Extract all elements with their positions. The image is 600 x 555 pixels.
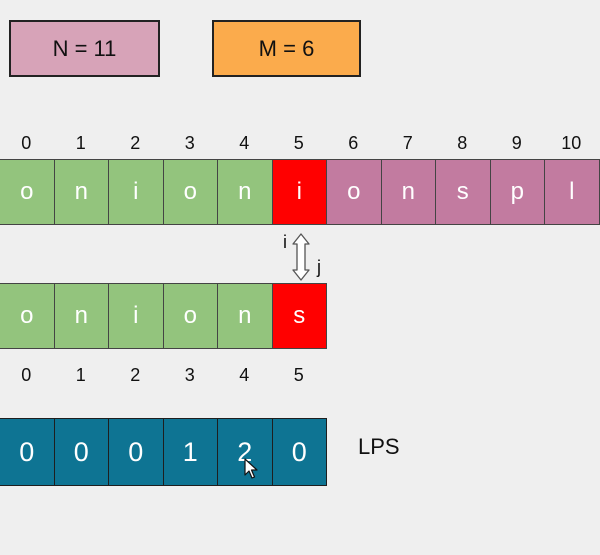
pattern-cell: s [271,283,327,349]
n-length-box: N = 11 [9,20,160,77]
text-index-label: 9 [511,133,522,153]
text-cell: n [53,159,109,225]
text-cell: i [271,159,327,225]
pattern-index-label: 5 [293,365,304,385]
text-cell: s [435,159,491,225]
pointer-i-label: i [283,232,287,252]
m-length-label: M = 6 [258,35,315,61]
lps-label: LPS [358,434,400,459]
pattern-index-label: 2 [130,365,141,385]
text-index-label: 2 [130,133,141,153]
text-cell: o [326,159,382,225]
mouse-cursor-icon [244,458,258,479]
lps-cell: 1 [162,418,218,486]
text-index-label: 6 [348,133,359,153]
pattern-index-label: 1 [75,365,86,385]
lps-cell: 0 [53,418,109,486]
pattern-index-label: 3 [184,365,195,385]
pattern-index-label: 4 [239,365,250,385]
text-index-label: 10 [561,133,582,153]
text-cell: n [217,159,273,225]
lps-cell: 0 [108,418,164,486]
text-index-label: 4 [239,133,250,153]
text-index-label: 1 [75,133,86,153]
n-length-label: N = 11 [52,35,117,61]
text-cell: p [489,159,545,225]
pattern-cell: o [0,283,55,349]
pattern-cell: n [53,283,109,349]
text-index-label: 0 [21,133,32,153]
pointer-j-label: j [317,257,321,277]
text-cell: o [0,159,55,225]
lps-cell: 0 [271,418,327,486]
text-cell: l [544,159,600,225]
m-length-box: M = 6 [212,20,361,77]
text-index-label: 3 [184,133,195,153]
text-index-label: 8 [457,133,468,153]
pattern-cell: n [217,283,273,349]
double-arrow-icon [292,233,310,281]
pattern-cell: o [162,283,218,349]
pattern-index-label: 0 [21,365,32,385]
lps-cell: 0 [0,418,55,486]
text-cell: o [162,159,218,225]
text-cell: i [108,159,164,225]
text-index-label: 7 [402,133,413,153]
pattern-cell: i [108,283,164,349]
text-cell: n [380,159,436,225]
text-index-label: 5 [293,133,304,153]
